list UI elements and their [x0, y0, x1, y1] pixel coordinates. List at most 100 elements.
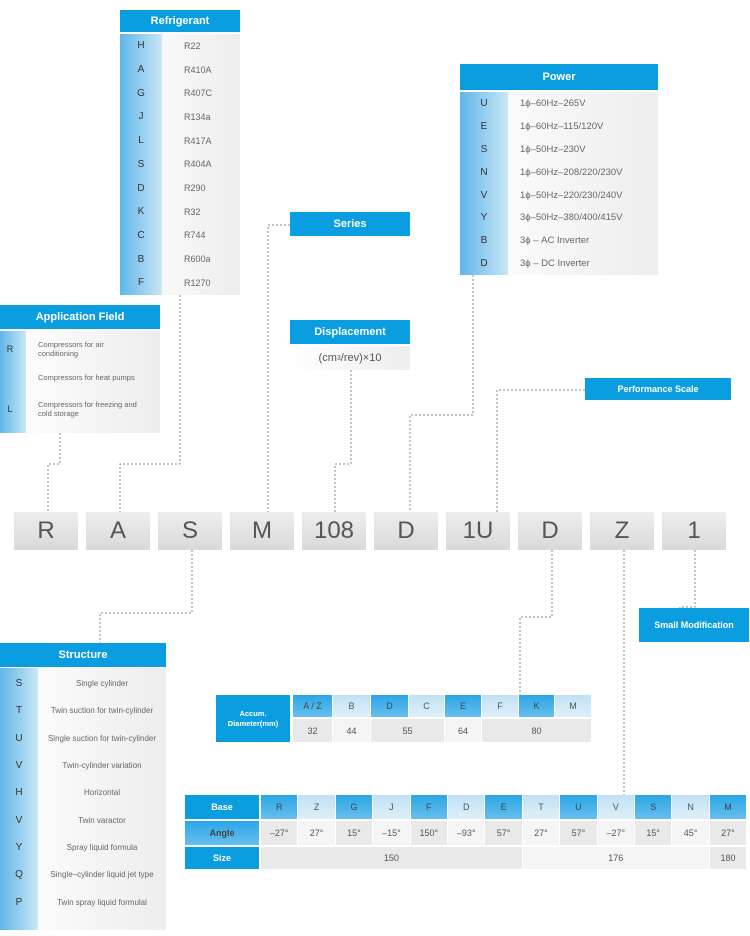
power-code: E — [480, 120, 488, 132]
base-code: J — [373, 795, 410, 819]
structure-header: Structure — [0, 643, 166, 667]
base-code: M — [709, 795, 747, 819]
accum-value: 32 — [293, 719, 332, 742]
accum-value: 64 — [445, 719, 481, 742]
accum-value: 44 — [333, 719, 370, 742]
refrigerant-row: H R22 — [120, 34, 240, 58]
base-angle: 57° — [560, 821, 597, 845]
structure-code: U — [15, 732, 23, 744]
model-code-cell: D — [374, 512, 438, 550]
connector-structure — [99, 550, 193, 643]
refrigerant-code: H — [137, 40, 145, 52]
refrigerant-value: R22 — [184, 40, 201, 51]
base-code: N — [672, 795, 709, 819]
power-value: 1ϕ–60Hz–115/120V — [520, 120, 604, 132]
connector-displacement — [334, 370, 352, 512]
power-value: 3ϕ – AC Inverter — [520, 235, 590, 247]
structure-code: V — [15, 760, 23, 772]
refrigerant-row: F R1270 — [120, 271, 240, 295]
refrigerant-code: G — [137, 87, 145, 99]
refrigerant-code: L — [138, 135, 144, 147]
power-code: N — [480, 166, 488, 178]
base-code: S — [635, 795, 672, 819]
structure-code: H — [15, 787, 23, 799]
power-header: Power — [460, 64, 658, 90]
accum-code: K — [519, 695, 554, 717]
power-value: 1ϕ–60Hz–265V — [520, 97, 586, 109]
structure-value: Single–cylinder liquid jet type — [50, 870, 154, 880]
base-code: E — [485, 795, 522, 819]
model-code-cell: A — [86, 512, 150, 550]
base-angle: 27° — [522, 821, 560, 845]
connector-series — [267, 224, 290, 512]
base-angle: –27° — [261, 821, 298, 845]
structure-value: Twin suction for twin-cylinder — [50, 706, 154, 716]
base-code: G — [335, 795, 373, 819]
accum-code: C — [409, 695, 444, 717]
refrigerant-code: D — [137, 182, 145, 194]
power-code: B — [480, 235, 488, 247]
refrigerant-value: R410A — [184, 64, 212, 75]
accum-code: B — [333, 695, 370, 717]
refrigerant-value: R1270 — [184, 277, 211, 288]
application-code: L — [7, 404, 13, 414]
structure-code: V — [15, 814, 23, 826]
base-angle: 57° — [485, 821, 522, 845]
displacement-header: Displacement — [290, 320, 410, 344]
power-row: U 1ϕ–60Hz–265V — [460, 92, 658, 115]
structure-value: Horizontal — [83, 788, 120, 798]
refrigerant-row: G R407C — [120, 81, 240, 105]
power-value: 3ϕ – DC Inverter — [520, 258, 590, 270]
refrigerant-value: R407C — [184, 88, 213, 99]
power-value: 1ϕ–50Hz–220/230/240V — [520, 189, 623, 201]
accum-code: A / Z — [293, 695, 332, 717]
base-angle: 45° — [672, 821, 709, 845]
application-value: Compressors for heat pumps — [38, 372, 135, 382]
connector-small-mod — [679, 550, 696, 620]
base-code: Z — [298, 795, 335, 819]
connector-refrigerant — [119, 295, 181, 512]
refrigerant-code: F — [137, 277, 145, 289]
power-row: B 3ϕ – AC Inverter — [460, 229, 658, 252]
model-code-cell: S — [158, 512, 222, 550]
base-code: U — [560, 795, 597, 819]
model-code-cell: R — [14, 512, 78, 550]
power-code: S — [480, 143, 488, 155]
connector-power — [409, 275, 474, 512]
base-angle: –15° — [373, 821, 410, 845]
base-code: V — [597, 795, 634, 819]
base-size: 150 — [261, 847, 522, 869]
base-size: 176 — [522, 847, 709, 869]
structure-value: Twin spray liquid formulal — [57, 897, 147, 907]
base-row-label: Angle — [185, 821, 259, 845]
base-angle: 15° — [335, 821, 373, 845]
power-code: U — [480, 97, 488, 109]
accum-label: Accum. Diameter(mm) — [216, 695, 290, 742]
refrigerant-code: S — [137, 158, 145, 170]
application-header: Application Field — [0, 305, 160, 329]
refrigerant-value: R32 — [184, 206, 201, 217]
structure-value: Spray liquid formula — [66, 842, 138, 852]
refrigerant-value: R600a — [184, 254, 211, 265]
base-angle: 27° — [298, 821, 335, 845]
small-mod-header: Small Modification — [639, 608, 749, 642]
refrigerant-value: R404A — [184, 159, 212, 170]
power-code: Y — [480, 212, 488, 224]
structure-code: P — [15, 896, 23, 908]
power-code: D — [480, 258, 488, 270]
refrigerant-code: C — [137, 229, 145, 241]
structure-row: H Horizontal — [0, 779, 166, 806]
